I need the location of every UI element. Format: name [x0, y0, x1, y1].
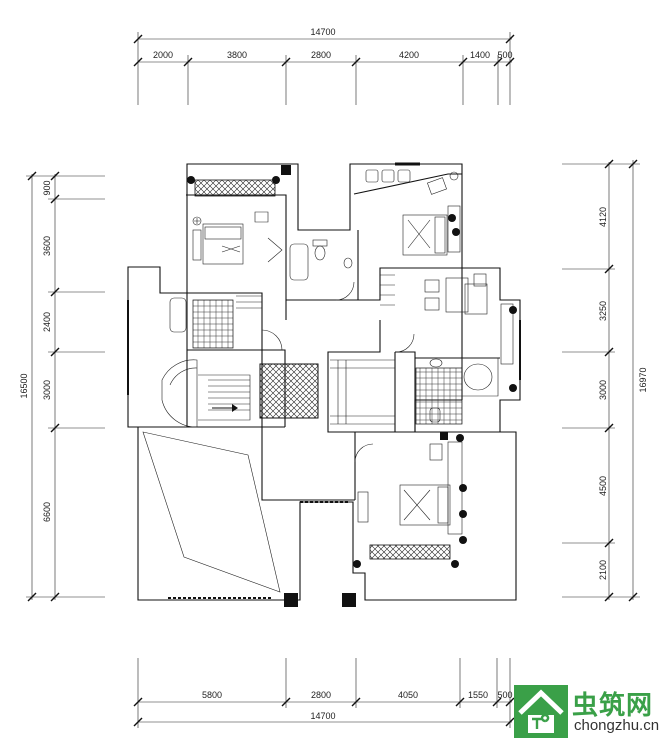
dim-top-seg-1: 2000	[153, 50, 173, 60]
left-dimension-chain: 16500 900 3600 2400 3000 6600	[19, 171, 105, 602]
watermark-name: 虫筑网	[572, 691, 654, 721]
dim-bottom-seg-1: 5800	[202, 690, 222, 700]
dim-right-seg-5: 2100	[598, 560, 608, 580]
dim-left-seg-4: 3000	[42, 380, 52, 400]
dim-left-seg-3: 2400	[42, 312, 52, 332]
watermark-logo: 虫筑网 chongzhu.cn	[512, 683, 667, 740]
bedroom-lower-right	[357, 441, 463, 535]
dim-right-seg-2: 3250	[598, 301, 608, 321]
dim-left-seg-1: 900	[42, 180, 52, 195]
right-dimension-chain: 4120 3250 3000 4500 2100 16970	[562, 159, 648, 602]
dim-bottom-seg-4: 1550	[468, 690, 488, 700]
dim-top-seg-4: 4200	[399, 50, 419, 60]
dim-bottom-seg-3: 4050	[398, 690, 418, 700]
study-room	[424, 273, 514, 365]
top-dimension-chain: 14700 2000 3800 2800 4200 1400 500	[133, 27, 515, 105]
bedroom-left	[192, 211, 283, 265]
dim-bottom-seg-2: 2800	[311, 690, 331, 700]
dim-bottom-seg-5: 500	[497, 690, 512, 700]
dim-left-total: 16500	[19, 373, 29, 398]
dim-top-seg-3: 2800	[311, 50, 331, 60]
dim-right-seg-4: 4500	[598, 476, 608, 496]
dim-top-seg-6: 500	[497, 50, 512, 60]
dim-bottom-total: 14700	[310, 711, 335, 721]
bedroom-upper-right	[365, 169, 461, 256]
dim-left-seg-2: 3600	[42, 236, 52, 256]
dim-top-total: 14700	[310, 27, 335, 37]
dim-top-seg-5: 1400	[470, 50, 490, 60]
watermark-domain: chongzhu.cn	[574, 717, 660, 734]
bottom-dimension-chain: 5800 2800 4050 1550 500 14700	[133, 658, 515, 728]
dim-left-seg-5: 6600	[42, 502, 52, 522]
dim-right-seg-3: 3000	[598, 380, 608, 400]
dim-right-seg-1: 4120	[598, 207, 608, 227]
dim-top-seg-2: 3800	[227, 50, 247, 60]
dim-right-total: 16970	[638, 367, 648, 392]
house-logo-icon	[514, 685, 568, 738]
floor-plan	[127, 162, 521, 607]
